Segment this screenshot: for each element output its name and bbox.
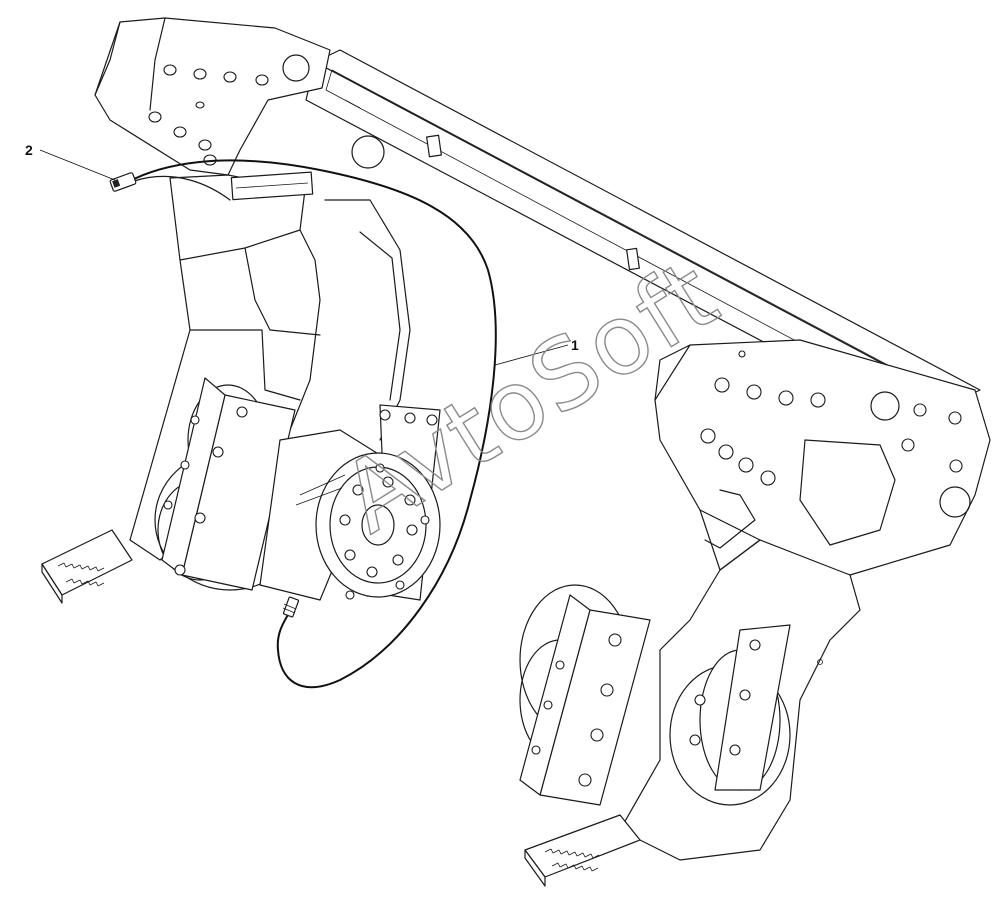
callout-1: 1 <box>494 337 579 366</box>
right-bearing-clamp <box>519 584 791 806</box>
sensor-cable <box>127 159 497 689</box>
left-arm-bracket <box>94 17 411 561</box>
left-step-plate <box>41 529 133 604</box>
wheel-hub <box>259 429 441 601</box>
callout-1-label: 1 <box>571 337 579 353</box>
right-arm-bracket <box>619 339 991 861</box>
cable-connector-lower <box>282 596 300 618</box>
speed-sensor <box>109 172 137 192</box>
callout-2: 2 <box>25 142 116 181</box>
callout-2-label: 2 <box>25 142 33 158</box>
right-step-plate <box>524 814 641 887</box>
bracket-bolts <box>148 64 269 166</box>
right-bracket-bolts <box>700 350 963 486</box>
